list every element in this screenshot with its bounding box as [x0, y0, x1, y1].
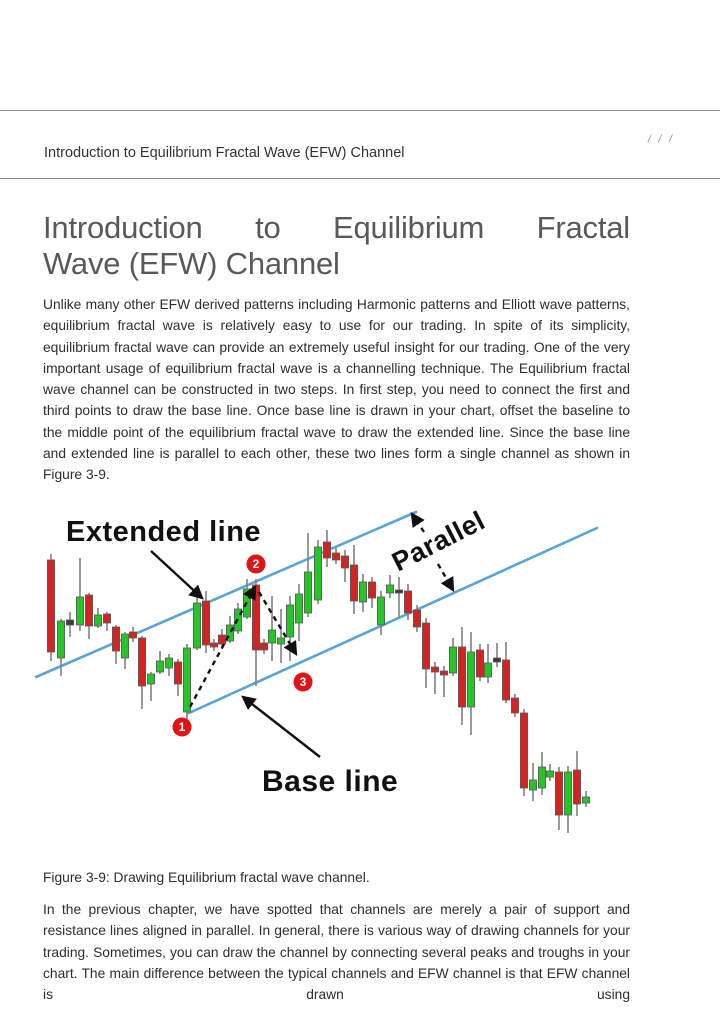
candle-body — [164, 657, 173, 669]
candle-body — [340, 555, 349, 569]
candle-body — [267, 629, 276, 644]
title-word: Introduction — [43, 210, 203, 245]
point-marker-number: 3 — [300, 675, 307, 689]
candle-body — [376, 596, 385, 626]
candle-body — [192, 602, 201, 649]
candle-body — [146, 673, 155, 685]
page-title-line-2: Wave (EFW) Channel — [43, 246, 340, 281]
candle-body — [403, 590, 412, 614]
candle-body — [173, 661, 182, 685]
point-marker-circle — [172, 717, 192, 737]
candle-body — [582, 796, 591, 804]
page-title: Introduction to Equilibrium Fractal Wave… — [43, 210, 630, 282]
channel-line — [34, 510, 418, 679]
channel-line — [187, 526, 599, 715]
candle-body — [322, 541, 331, 559]
candle-body — [94, 614, 103, 627]
candle-body — [225, 624, 234, 642]
annotation-arrow — [150, 550, 204, 600]
candle-body — [128, 631, 137, 639]
candle-body — [285, 604, 294, 638]
candle-body — [303, 571, 312, 614]
intro-paragraph: Unlike many other EFW derived patterns i… — [43, 297, 630, 483]
candle-body — [385, 584, 394, 594]
candle-body — [155, 660, 164, 673]
title-word: Fractal — [536, 210, 631, 245]
candle-body — [564, 771, 573, 816]
candle-body — [475, 649, 484, 678]
candle-body — [121, 633, 130, 659]
candle-body — [457, 646, 466, 708]
candle-body — [137, 637, 146, 687]
candle-body — [430, 666, 439, 673]
candle-body — [201, 600, 210, 646]
candle-body — [483, 662, 492, 678]
candle-body — [510, 697, 519, 714]
annotation-arrow — [410, 512, 425, 533]
point-marker-circle — [246, 554, 266, 574]
title-word: to — [255, 210, 281, 245]
candle-body — [358, 581, 367, 603]
title-word: Equilibrium — [333, 210, 485, 245]
annotation-arrow — [188, 584, 257, 708]
candle-body — [57, 620, 66, 659]
point-marker-number: 1 — [179, 720, 186, 734]
candle-body — [546, 770, 555, 778]
candle-body — [349, 564, 358, 602]
running-header: Introduction to Equilibrium Fractal Wave… — [44, 145, 405, 161]
figure-caption: Figure 3-9: Drawing Equilibrium fractal … — [43, 870, 370, 885]
candle-body — [331, 552, 340, 561]
point-marker-number: 2 — [253, 557, 260, 571]
closing-paragraph: In the previous chapter, we have spotted… — [43, 902, 630, 1003]
candle-body — [448, 646, 457, 674]
candle-body — [103, 613, 112, 624]
candle-body — [439, 670, 448, 676]
candle-body — [367, 581, 376, 599]
candle-body — [466, 651, 475, 708]
chart-label: Extended line — [66, 516, 261, 548]
candle-body — [394, 589, 403, 594]
candle-body — [501, 659, 510, 701]
candle-body — [47, 559, 56, 653]
candle-body — [294, 593, 303, 624]
candle-body — [182, 647, 191, 713]
candle-body — [520, 712, 529, 789]
candle-body — [313, 546, 322, 601]
header-rule-bottom — [0, 178, 720, 179]
candle-body — [573, 769, 582, 805]
page-title-line-1: Introduction to Equilibrium Fractal — [43, 210, 630, 246]
header-rule-top — [0, 110, 720, 111]
candle-body — [259, 642, 268, 651]
candle-body — [538, 766, 547, 789]
candle-body — [251, 584, 260, 651]
candle-body — [276, 637, 285, 645]
annotation-arrow — [241, 695, 321, 758]
candle-body — [66, 619, 75, 626]
candle-body — [209, 642, 218, 648]
candle-body — [85, 594, 94, 627]
candle-body — [412, 609, 421, 628]
candle-body — [421, 622, 430, 670]
candle-body — [76, 596, 85, 626]
annotation-arrow — [436, 563, 455, 593]
candle-body — [529, 779, 538, 791]
candle-body — [555, 771, 564, 816]
point-marker-circle — [293, 672, 313, 692]
chart-label: Base line — [262, 765, 398, 798]
annotation-arrow — [257, 591, 298, 657]
candle-body — [112, 626, 121, 652]
candle-body — [492, 657, 501, 663]
header-page-marks: / / / — [648, 134, 675, 145]
candle-body — [217, 634, 226, 645]
